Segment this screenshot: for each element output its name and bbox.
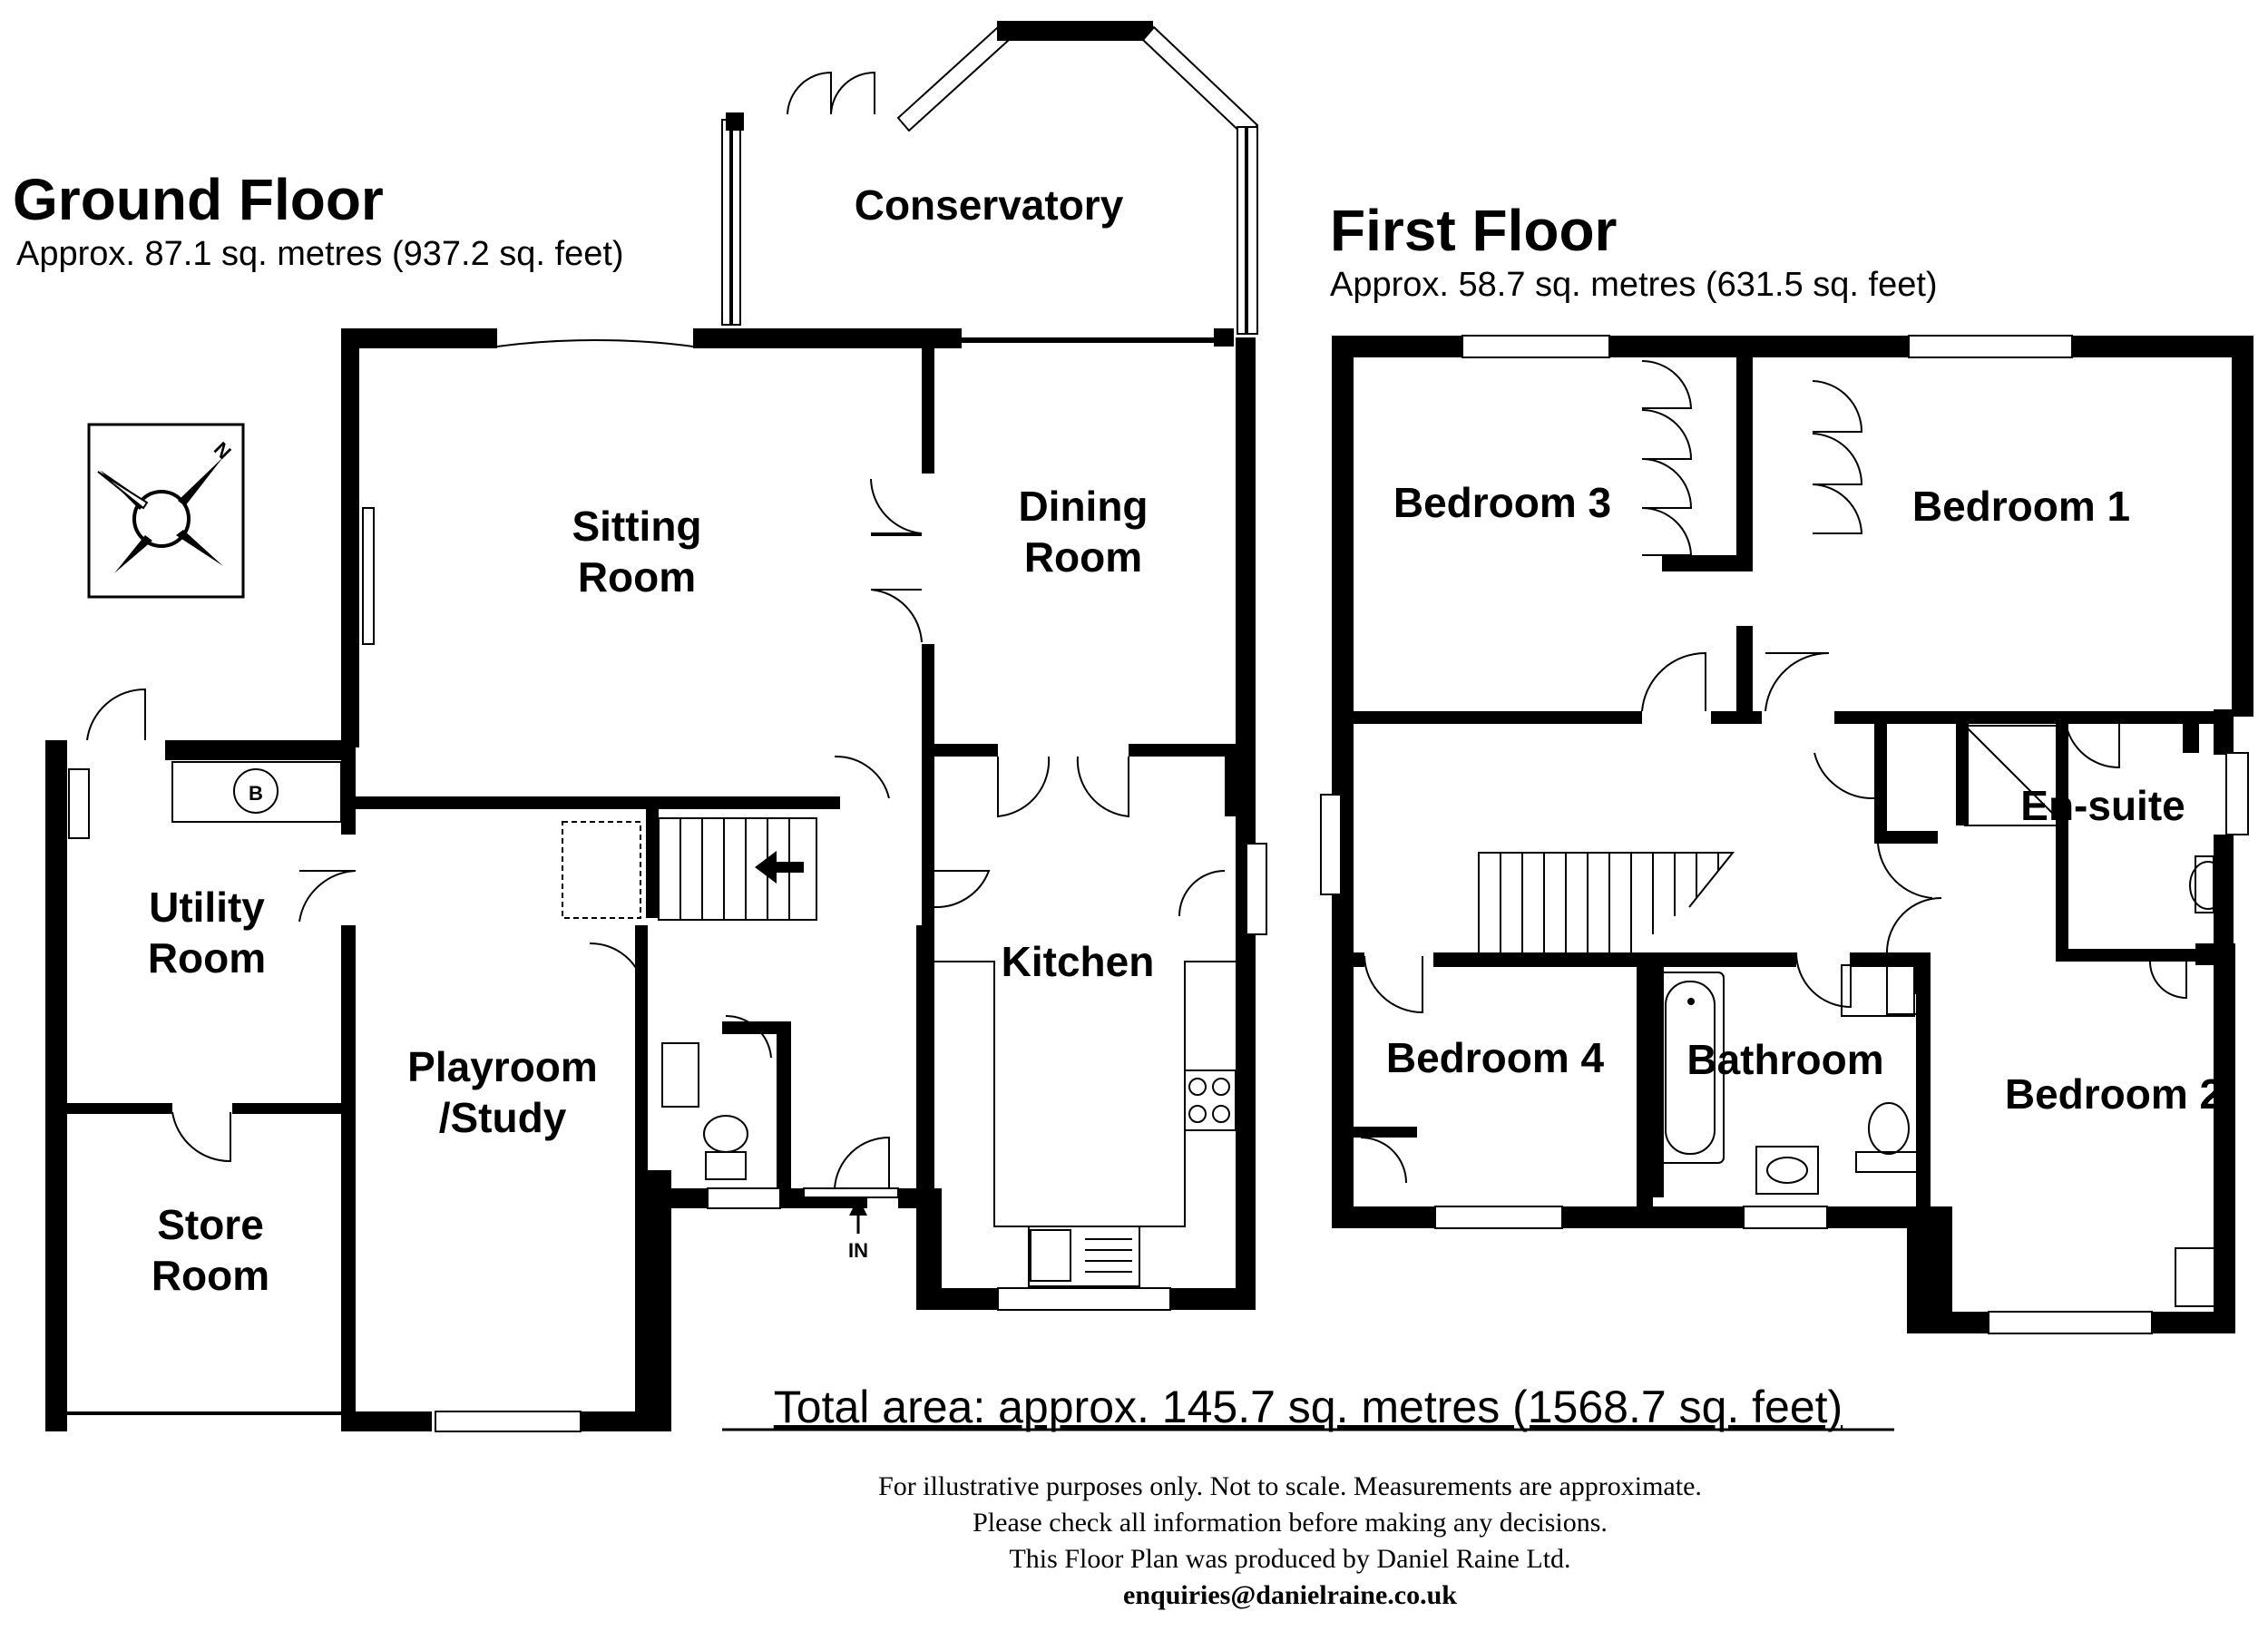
compass-icon: N [87,423,245,599]
room-label-utility-2: Room [148,934,266,982]
disclaimer-line-3: This Floor Plan was produced by Daniel R… [1009,1544,1570,1574]
first-floor-stairs [1478,852,1735,952]
cloakroom-fittings [661,1042,748,1180]
first-floor-area: Approx. 58.7 sq. metres (631.5 sq. feet) [1330,266,1938,304]
room-label-bedroom-4: Bedroom 4 [1386,1034,1605,1081]
boiler-label: B [249,782,263,805]
room-label-playroom-2: /Study [439,1094,567,1141]
ensuite-fittings [1964,725,2227,913]
total-area: Total area: approx. 145.7 sq. metres (15… [774,1382,1843,1432]
room-label-bedroom-2: Bedroom 2 [2005,1070,2223,1118]
first-floor-doors [1360,360,2187,1184]
room-label-sitting-2: Room [578,553,696,601]
room-label-dining-2: Room [1024,533,1142,581]
ground-floor-area: Approx. 87.1 sq. metres (937.2 sq. feet) [16,235,624,273]
first-floor-fittings [1841,964,2216,1307]
first-floor-walls [1332,336,2253,1333]
room-label-store-2: Room [152,1252,269,1299]
room-label-bathroom: Bathroom [1686,1036,1883,1083]
entrance-marker: IN [848,1197,868,1262]
first-floor-title: First Floor [1330,198,1617,263]
room-label-playroom-1: Playroom [407,1043,598,1090]
room-label-ensuite: En-suite [2020,782,2185,829]
conservatory-outline [721,21,1259,335]
disclaimer-line-2: Please check all information before maki… [973,1508,1608,1538]
entrance-label: IN [848,1239,868,1262]
room-label-store-1: Store [157,1201,264,1248]
ground-floor-stairs [562,817,817,921]
room-label-dining-1: Dining [1018,483,1148,530]
disclaimer-line-1: For illustrative purposes only. Not to s… [878,1471,1702,1501]
contact-email: enquiries@danielraine.co.uk [1123,1580,1457,1610]
ground-floor-walls [45,328,1256,1431]
room-label-utility-1: Utility [149,884,265,931]
kitchen-units [934,961,1237,1287]
first-floor-windows [1320,335,2249,1334]
room-label-conservatory: Conservatory [855,181,1124,229]
room-label-bedroom-1: Bedroom 1 [1912,483,2130,530]
room-label-bedroom-3: Bedroom 3 [1393,479,1611,526]
ground-floor-title: Ground Floor [13,167,384,232]
room-label-sitting-1: Sitting [572,503,701,550]
ground-floor-doors [86,478,1226,1189]
bathroom-fittings [1656,962,1922,1195]
compass-north-label: N [210,437,236,464]
boiler: B [171,761,342,823]
room-label-kitchen: Kitchen [1002,938,1155,985]
ground-floor-windows [68,507,1267,1432]
